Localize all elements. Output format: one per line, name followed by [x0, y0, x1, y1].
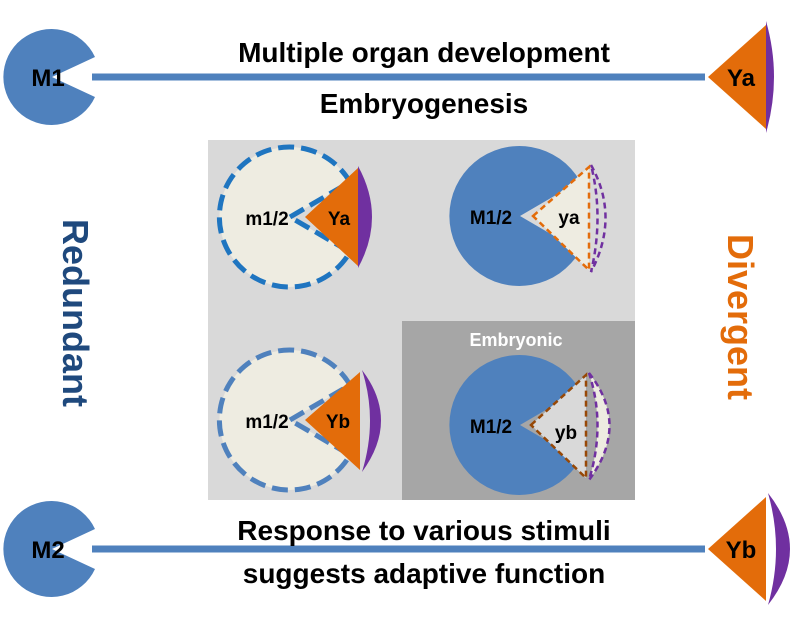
bl-yabby-cap: [362, 370, 381, 472]
m2-label: M2: [31, 537, 64, 564]
bl-yabby-label: Yb: [326, 412, 350, 433]
bl-mads-label: m1/2: [245, 412, 288, 433]
ya-top-cap: [766, 21, 774, 133]
tr-yabby-label: ya: [558, 208, 580, 229]
yb-bottom-cap: [768, 493, 790, 605]
top-function-line2: Embryogenesis: [320, 88, 529, 119]
tl-mads-pacman: [216, 144, 354, 290]
br-yabby-triangle: [529, 372, 588, 481]
bottom-function-line1: Response to various stimuli: [237, 515, 610, 546]
tr-yabby-cap: [589, 164, 607, 273]
bl-yabby-triangle: [305, 372, 360, 470]
br-mads-pacman: [449, 355, 580, 495]
br-yabby-cap: [587, 372, 611, 481]
m1-pacman: [3, 29, 96, 125]
tr-mads-label: M1/2: [470, 208, 512, 229]
top-function-line1: Multiple organ development: [238, 37, 610, 68]
tl-yabby-cap: [358, 166, 372, 268]
ya-top-triangle: [708, 25, 766, 129]
tr-mads-pacman: [449, 146, 580, 286]
m1-label: M1: [31, 65, 64, 92]
redundant-label: Redundant: [55, 219, 96, 407]
tl-mads-label: m1/2: [245, 209, 288, 230]
tl-yabby-triangle: [305, 168, 358, 266]
bottom-function-line2: suggests adaptive function: [243, 558, 606, 589]
m2-pacman: [3, 501, 95, 597]
embryonic-tag: Embryonic: [469, 330, 562, 350]
br-yabby-label: yb: [555, 423, 577, 444]
br-mads-label: M1/2: [470, 417, 512, 438]
ya-top-label: Ya: [727, 65, 756, 92]
yb-bottom-triangle: [708, 497, 766, 601]
yb-bottom-label: Yb: [726, 537, 757, 564]
bl-mads-pacman: [216, 347, 354, 493]
tl-yabby-label: Ya: [328, 209, 351, 230]
tr-yabby-triangle: [531, 164, 591, 273]
divergent-label: Divergent: [720, 234, 761, 400]
